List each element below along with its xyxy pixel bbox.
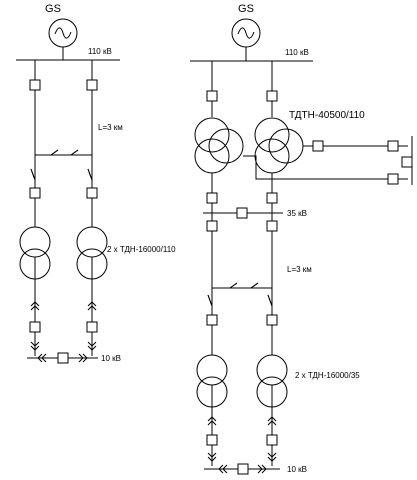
left-breaker-lv-1 [29, 321, 41, 333]
left-line-label: L=3 км [98, 123, 123, 132]
right-breaker-3w-lv-2 [312, 140, 324, 152]
left-transformer-1-lower [19, 248, 51, 280]
right-breaker-line-2 [266, 220, 278, 232]
right-scheme: GS 110 кВ ТДТН-40500/110 [190, 3, 413, 475]
right-breaker-side-1 [387, 140, 399, 152]
left-breaker-hv-2 [86, 79, 98, 91]
right-transformer-2-upper [256, 354, 288, 386]
left-bus-lv-label: 10 кВ [101, 354, 121, 363]
right-bus-mv-label: 35 кВ [287, 209, 307, 218]
right-breaker-hv-2 [266, 90, 278, 102]
right-breaker-pre-tr-1 [206, 314, 218, 326]
left-breaker-pre-tr-2 [86, 187, 98, 199]
right-generator-label: GS [238, 3, 254, 15]
left-scheme: GS 110 кВ L=3 км 2 x ТДН-16000/110 [16, 3, 176, 364]
right-breaker-side-sectional [401, 156, 413, 168]
right-breaker-line-1 [206, 220, 218, 232]
right-3w-transformer-2-hv [254, 117, 290, 153]
left-transformer-2-lower [76, 248, 108, 280]
right-3w-transformers-label: ТДТН-40500/110 [289, 110, 365, 121]
left-transformer-2-upper [76, 226, 108, 258]
left-breaker-lv-2 [86, 321, 98, 333]
left-transformers-label: 2 x ТДН-16000/110 [107, 245, 176, 254]
right-breaker-mv-2 [266, 192, 278, 204]
left-breaker-pre-tr-1 [29, 187, 41, 199]
right-breaker-lv-2 [266, 434, 278, 446]
left-bus-hv-label: 110 кВ [88, 47, 112, 56]
right-bus-hv-label: 110 кВ [285, 48, 309, 57]
left-generator-label: GS [45, 3, 61, 15]
right-breaker-side-2 [387, 173, 399, 185]
right-line-label: L=3 км [287, 265, 312, 274]
right-3w-transformer-1-hv [194, 117, 230, 153]
left-transformer-1-upper [19, 226, 51, 258]
right-transformer-1-lower [196, 376, 228, 408]
right-transformer-2-lower [256, 376, 288, 408]
right-breaker-pre-tr-2 [266, 314, 278, 326]
right-breaker-mv-1 [206, 192, 218, 204]
left-breaker-hv-1 [29, 79, 41, 91]
right-bus-lv-label: 10 кВ [287, 465, 307, 474]
right-breaker-lv-1 [206, 434, 218, 446]
left-generator-sine-icon [54, 27, 72, 39]
right-generator-sine-icon [237, 27, 255, 39]
right-breaker-sectional-mv [236, 207, 248, 219]
right-transformers-label: 2 x ТДН-16000/35 [295, 371, 360, 380]
right-breaker-hv-1 [206, 90, 218, 102]
right-breaker-sectional-lv [237, 463, 249, 475]
right-3w-transformer-1-lv [208, 128, 244, 164]
right-transformer-1-upper [196, 354, 228, 386]
left-breaker-sectional-lv [57, 352, 69, 364]
